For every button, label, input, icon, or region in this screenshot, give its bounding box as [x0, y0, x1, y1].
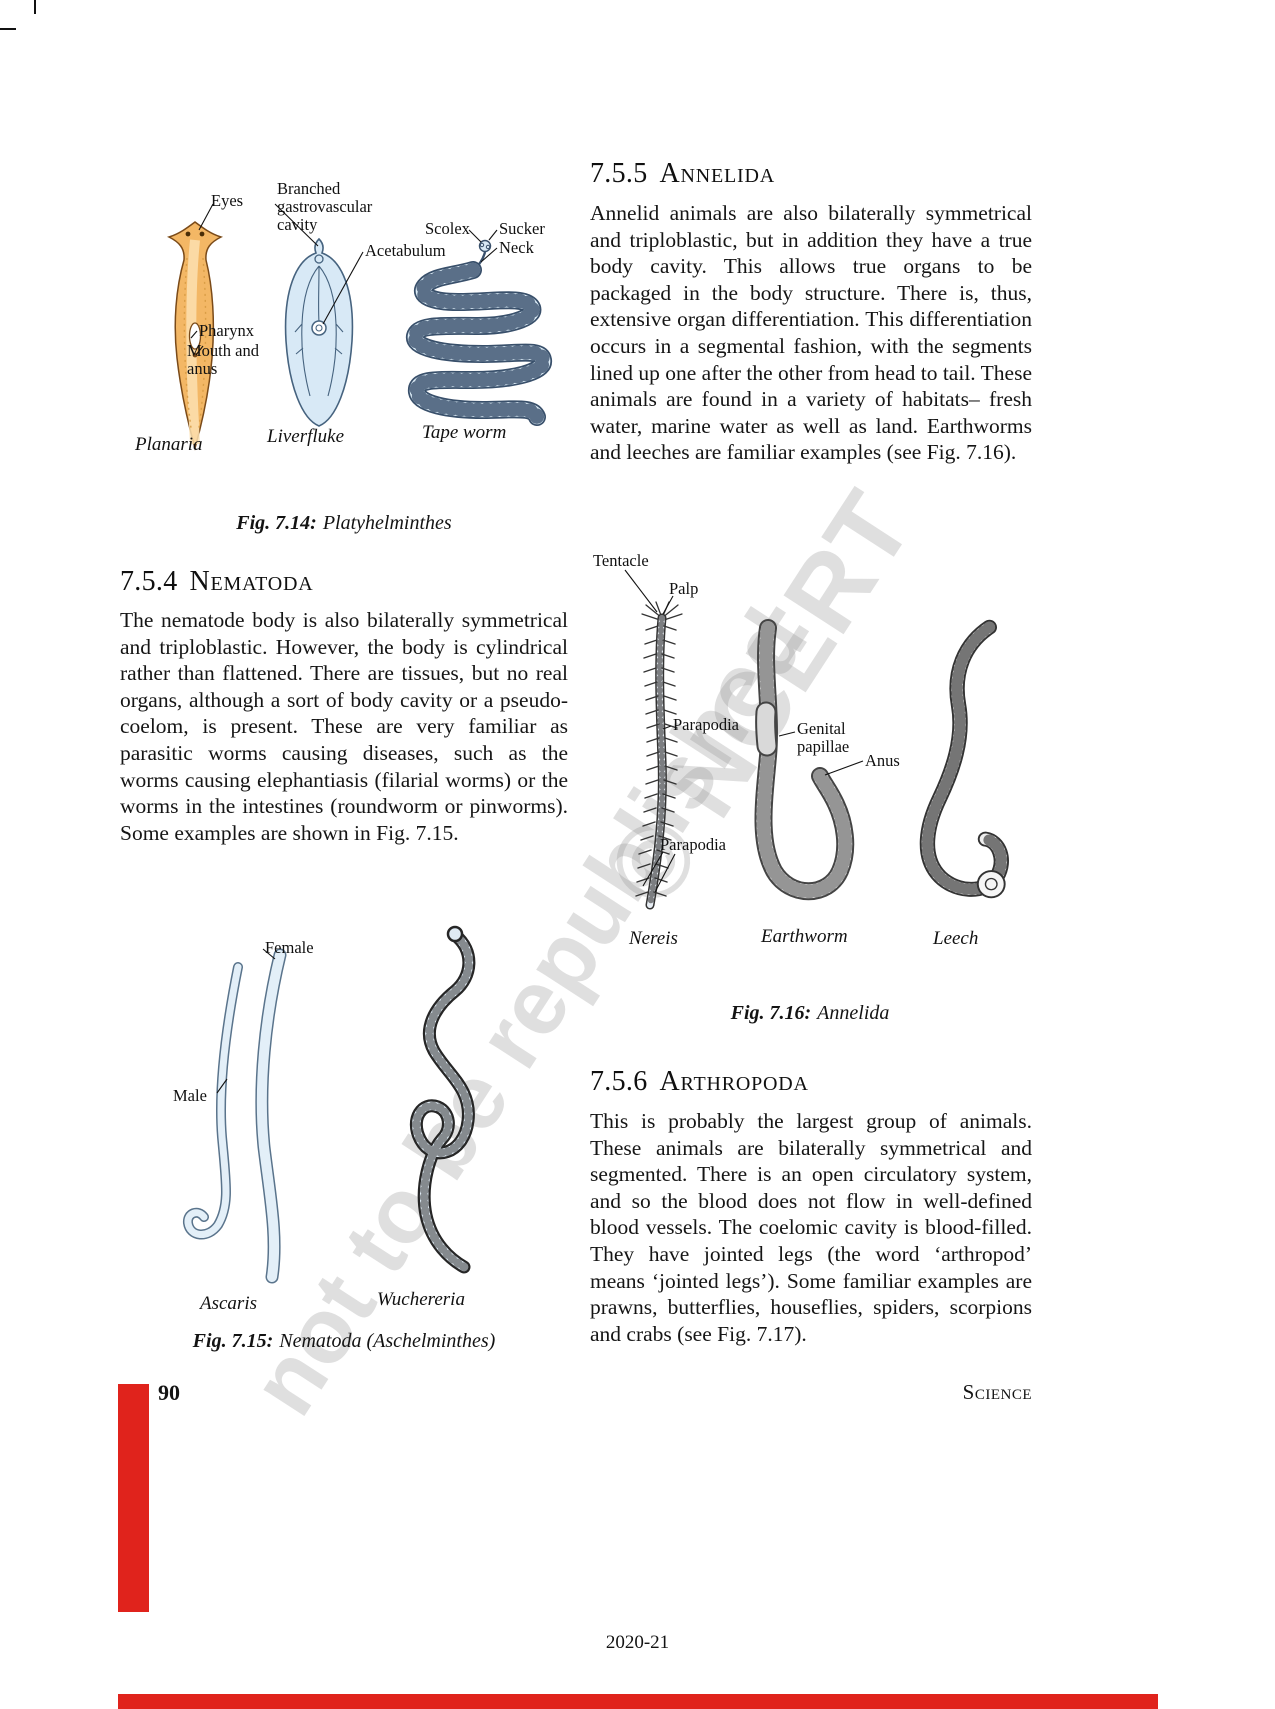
caption-fig-7-16: Fig. 7.16:Annelida [585, 1002, 1035, 1025]
figure-7-16: Tentacle Palp Parapodia Parapodia Genita… [585, 548, 1035, 960]
caption-fig-7-14: Fig. 7.14:Platyhelminthes [120, 512, 568, 535]
heading-7-5-4-number: 7.5.4 [120, 566, 178, 597]
caption-fig-7-15-label: Fig. 7.15: [192, 1330, 274, 1352]
label-neck: Neck [499, 238, 534, 257]
journal-name: Science [962, 1380, 1032, 1404]
heading-7-5-4-title: Nematoda [189, 566, 314, 597]
name-nereis: Nereis [629, 928, 678, 949]
label-acetabulum: Acetabulum [365, 241, 446, 260]
caption-fig-7-14-label: Fig. 7.14: [236, 512, 317, 534]
label-sucker: Sucker [499, 219, 545, 238]
heading-7-5-5-number: 7.5.5 [590, 158, 648, 189]
caption-fig-7-15: Fig. 7.15:Nematoda (Aschelminthes) [120, 1330, 568, 1353]
heading-7-5-5-title: Annelida [659, 158, 775, 189]
caption-fig-7-16-text: Annelida [817, 1002, 890, 1024]
heading-7-5-6-title: Arthropoda [659, 1066, 809, 1097]
label-pharynx: Pharynx [199, 321, 254, 340]
name-earthworm: Earthworm [761, 926, 848, 947]
label-female: Female [265, 938, 314, 957]
earthworm-illustration [754, 619, 855, 901]
leech-illustration [919, 619, 1009, 899]
label-genital-papillae: Genital papillae [797, 719, 850, 756]
label-scolex: Scolex [425, 219, 470, 238]
name-leech: Leech [933, 928, 979, 949]
footer-red-vertical-bar [118, 1384, 149, 1612]
crop-mark-horizontal [0, 28, 16, 30]
name-planaria: Planaria [135, 434, 203, 455]
nereis-illustration [635, 601, 683, 910]
tapeworm-illustration [406, 239, 552, 426]
label-tentacle: Tentacle [593, 551, 649, 570]
heading-7-5-6-number: 7.5.6 [590, 1066, 648, 1097]
crop-mark-vertical [34, 0, 36, 14]
heading-7-5-6: 7.5.6 Arthropoda [590, 1066, 809, 1098]
heading-7-5-5: 7.5.5 Annelida [590, 158, 775, 190]
ascaris-illustration [183, 948, 287, 1284]
label-parapodia-upper: Parapodia [673, 715, 739, 734]
label-palp: Palp [669, 579, 699, 598]
label-branched-gastrovascular-cavity: Branched gastrovascular cavity [277, 179, 373, 234]
label-parapodia-lower: Parapodia [660, 835, 726, 854]
figure-7-14: Eyes Branched gastrovascular cavity Acet… [125, 178, 560, 510]
caption-fig-7-15-text: Nematoda (Aschelminthes) [279, 1330, 496, 1352]
name-wuchereria: Wuchereria [377, 1289, 465, 1310]
label-eyes: Eyes [211, 191, 244, 210]
label-male: Male [173, 1086, 207, 1105]
heading-7-5-4: 7.5.4 Nematoda [120, 566, 314, 598]
paragraph-arthropoda: This is probably the largest group of an… [590, 1109, 1032, 1346]
liverfluke-illustration [284, 237, 354, 427]
caption-fig-7-16-label: Fig. 7.16: [730, 1002, 812, 1024]
figure-7-15: Female Male Ascaris Wuchereria [125, 915, 560, 1320]
footer-red-horizontal-bar [118, 1694, 1158, 1709]
name-ascaris: Ascaris [200, 1293, 257, 1314]
caption-fig-7-14-text: Platyhelminthes [322, 512, 452, 534]
label-anus: Anus [865, 751, 900, 770]
paragraph-annelida: Annelid animals are also bilaterally sym… [590, 201, 1032, 465]
label-mouth-and-anus: Mouth and anus [187, 341, 259, 378]
edition-year: 2020-21 [605, 1632, 670, 1653]
wuchereria-illustration [409, 925, 476, 1274]
name-liverfluke: Liverfluke [267, 426, 345, 447]
name-tapeworm: Tape worm [422, 422, 507, 443]
page-number: 90 [158, 1380, 180, 1405]
paragraph-nematoda: The nematode body is also bilaterally sy… [120, 608, 568, 845]
